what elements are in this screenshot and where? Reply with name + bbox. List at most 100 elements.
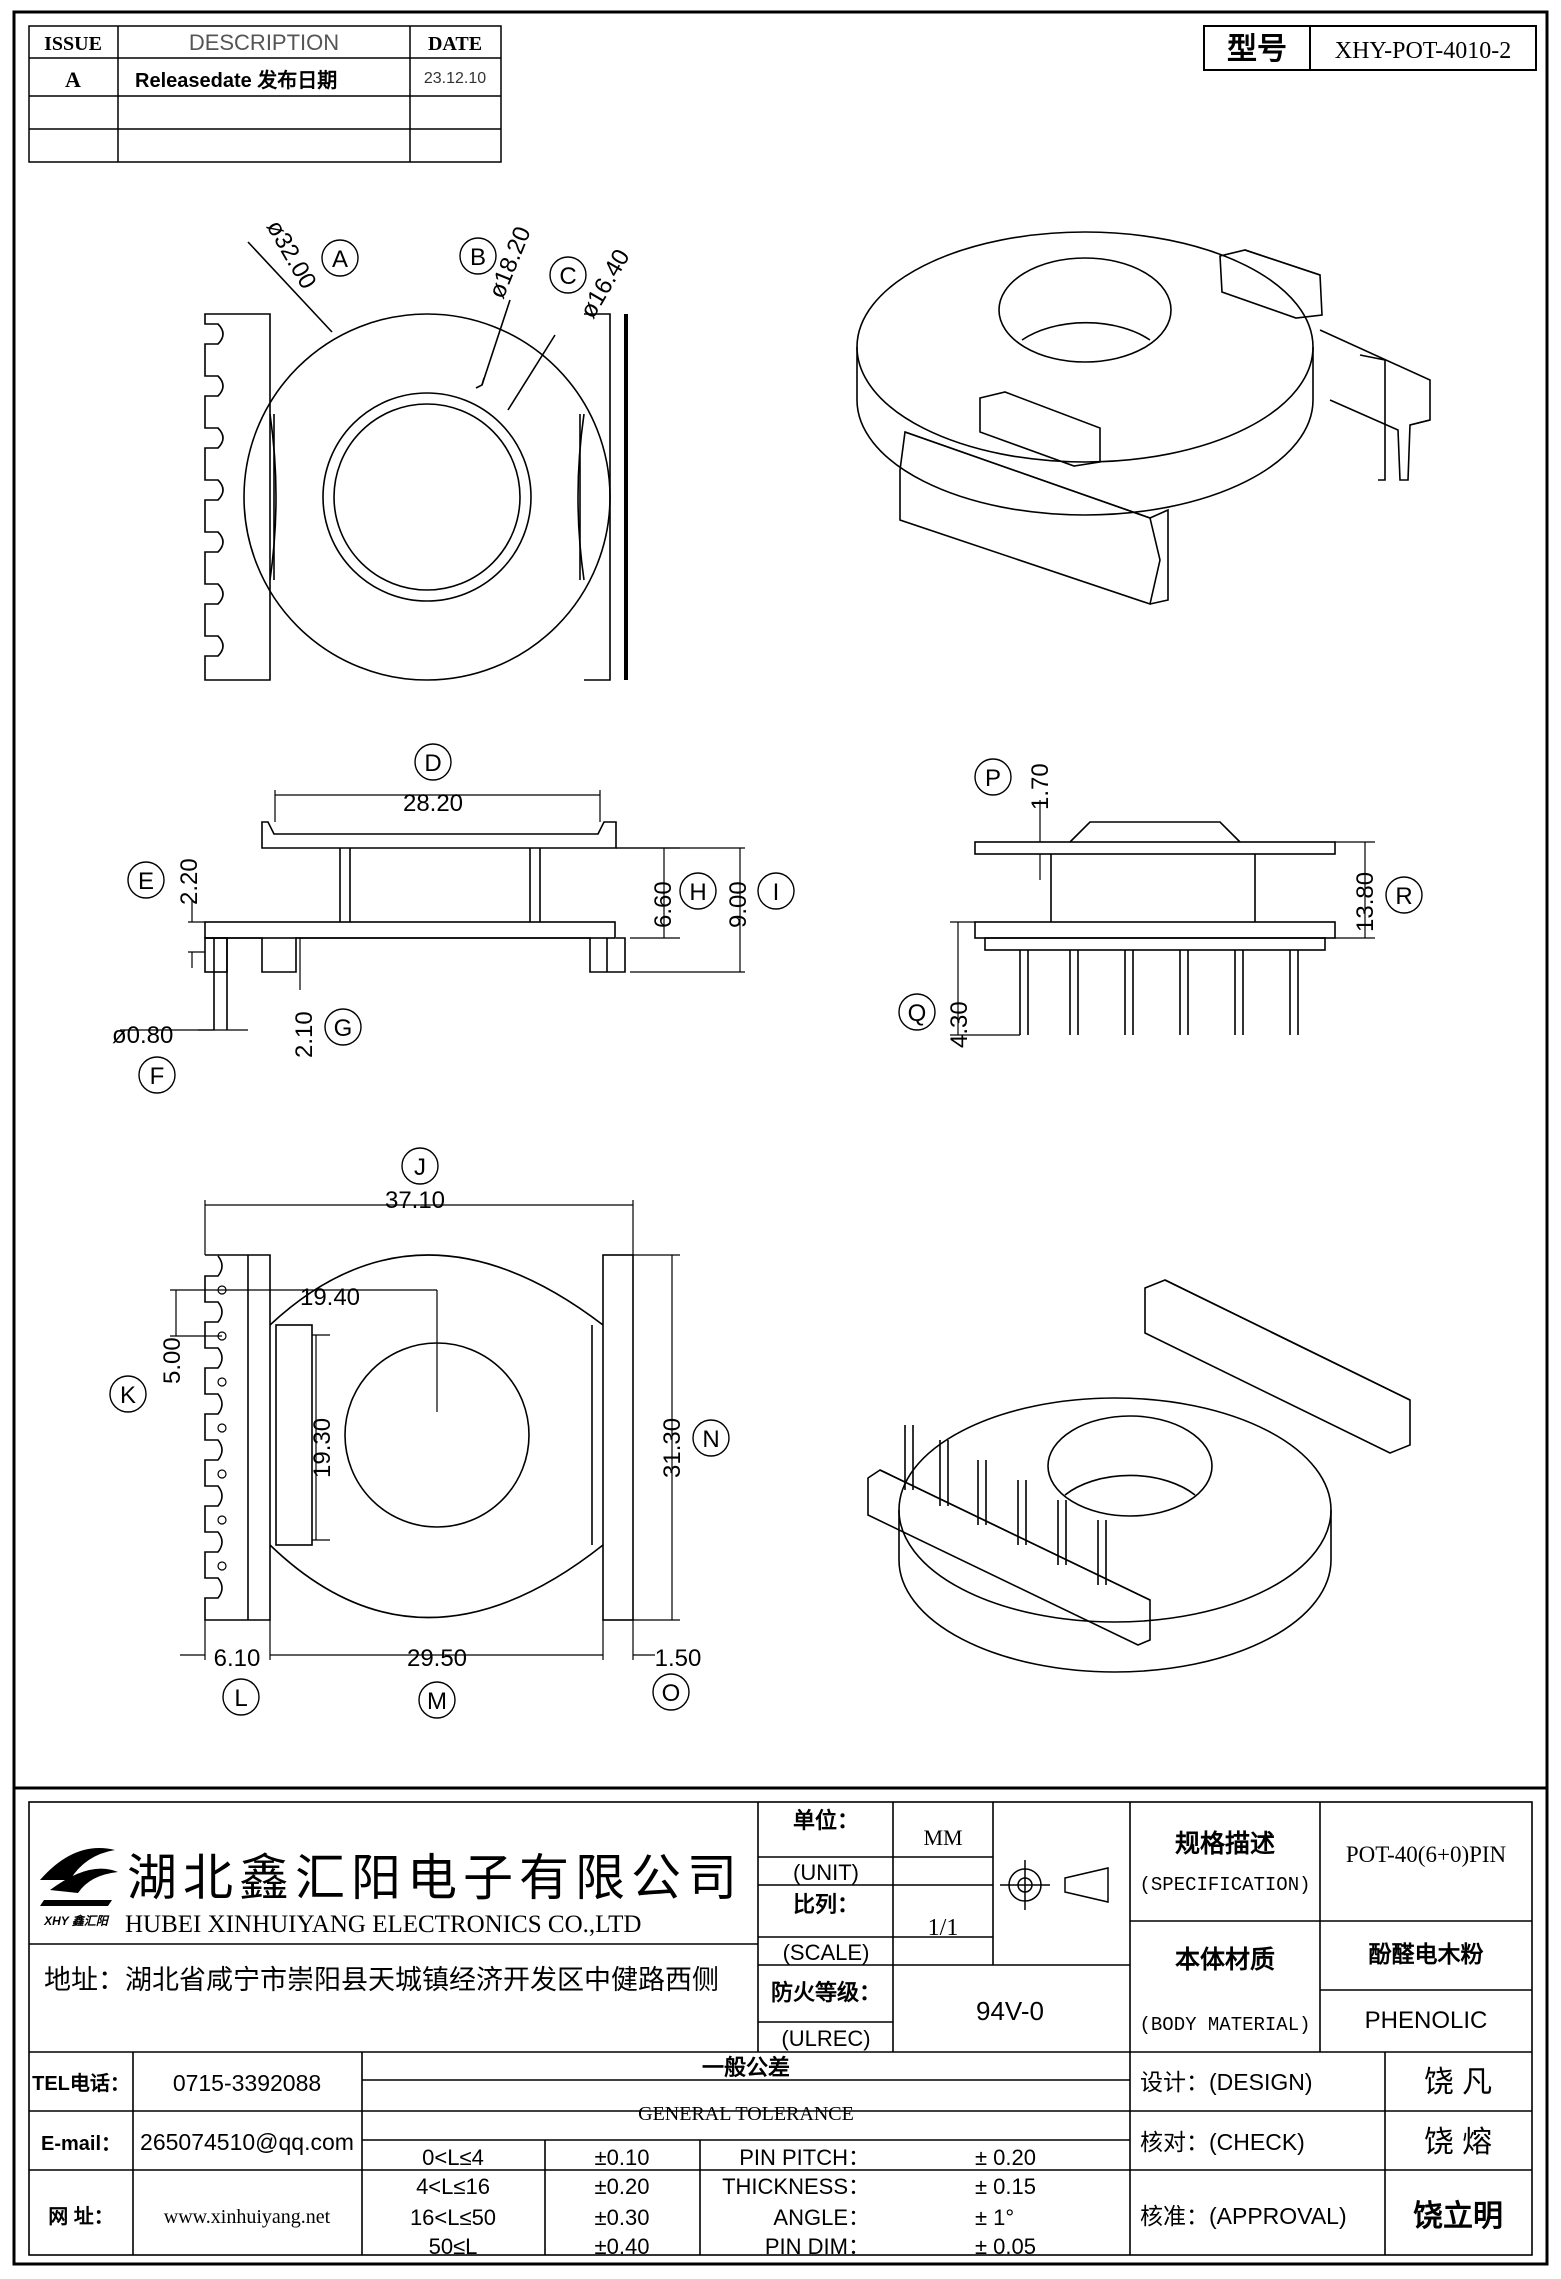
material-value-cn: 酚醛电木粉 bbox=[1369, 1941, 1484, 1967]
dim-f: ø0.80 bbox=[112, 1022, 173, 1049]
dim-g: 2.10 bbox=[291, 1011, 318, 1058]
title-block bbox=[14, 1786, 1547, 2256]
email-label: E-mail： bbox=[41, 2133, 121, 2155]
scale-label-en: (SCALE) bbox=[783, 1940, 870, 1965]
email-value: 265074510@qq.com bbox=[140, 2129, 354, 2155]
dim-e: 2.20 bbox=[176, 858, 203, 905]
tol-value: ±0.20 bbox=[595, 2174, 650, 2199]
callout-f: F bbox=[150, 1063, 165, 1090]
callout-c: C bbox=[559, 263, 576, 290]
rev-header-description: DESCRIPTION bbox=[189, 30, 339, 55]
web-label: 网 址： bbox=[48, 2205, 114, 2228]
company-logo: XHY 鑫汇阳 bbox=[40, 1848, 118, 1928]
check-label: 核对：(CHECK) bbox=[1140, 2129, 1305, 2155]
material-label-en: (BODY MATERIAL) bbox=[1139, 2014, 1310, 2036]
callout-h: H bbox=[689, 879, 706, 906]
rev-header-date: DATE bbox=[428, 33, 482, 55]
spec-value: POT-40(6+0)PIN bbox=[1346, 1842, 1507, 1867]
callout-i: I bbox=[773, 879, 780, 906]
dim-j: 37.10 bbox=[385, 1187, 445, 1214]
dim-q: 4.30 bbox=[946, 1001, 973, 1048]
tolerance-title-en: GENERAL TOLERANCE bbox=[638, 2103, 854, 2125]
ulrec-label-en: (ULREC) bbox=[781, 2026, 870, 2051]
tel-value: 0715-3392088 bbox=[173, 2070, 321, 2096]
spec-value: ± 1° bbox=[975, 2205, 1014, 2230]
callout-k: K bbox=[120, 1382, 136, 1409]
tolerance-specs: PIN PITCH： THICKNESS： ANGLE： PIN DIM： ± … bbox=[722, 2145, 1036, 2259]
check-value: 饶 熔 bbox=[1424, 2126, 1492, 2159]
material-label-cn: 本体材质 bbox=[1175, 1946, 1275, 1974]
bottom-view-dims bbox=[170, 1200, 680, 1660]
top-view bbox=[204, 241, 628, 681]
side-view-right-dim-labels: 1.70 13.80 4.30 bbox=[946, 763, 1379, 1048]
callout-r: R bbox=[1395, 883, 1412, 910]
unit-label-en: (UNIT) bbox=[793, 1860, 859, 1885]
top-view-callouts bbox=[321, 237, 587, 294]
spec-label-en: (SPECIFICATION) bbox=[1139, 1874, 1310, 1896]
spec-value: ± 0.15 bbox=[975, 2174, 1036, 2199]
callout-q: Q bbox=[908, 1000, 927, 1027]
revision-table bbox=[28, 25, 502, 163]
callout-d: D bbox=[424, 750, 441, 777]
tol-range: 50≤L bbox=[429, 2234, 478, 2259]
tolerance-title-cn: 一般公差 bbox=[702, 2055, 790, 2080]
callout-j: J bbox=[414, 1154, 426, 1181]
spec-value: ± 0.05 bbox=[975, 2234, 1036, 2259]
unit-value: MM bbox=[923, 1825, 962, 1850]
dim-19-30: 19.30 bbox=[309, 1418, 336, 1478]
company-name-cn: 湖北鑫汇阳电子有限公司 bbox=[127, 1850, 743, 1906]
model-value: XHY-POT-4010-2 bbox=[1335, 38, 1511, 64]
material-value-en: PHENOLIC bbox=[1365, 2007, 1488, 2034]
callout-l: L bbox=[234, 1685, 247, 1712]
design-label: 设计：(DESIGN) bbox=[1140, 2069, 1313, 2095]
side-view-right-dims bbox=[950, 800, 1375, 1036]
spec-label-cn: 规格描述 bbox=[1175, 1829, 1275, 1858]
dim-m: 29.50 bbox=[407, 1645, 467, 1672]
approval-label: 核准：(APPROVAL) bbox=[1140, 2203, 1347, 2229]
logo-text: XHY 鑫汇阳 bbox=[43, 1914, 110, 1928]
spec-name: PIN PITCH： bbox=[739, 2145, 870, 2170]
spec-value: ± 0.20 bbox=[975, 2145, 1036, 2170]
side-view-left-dim-labels: 28.20 2.20 6.60 9.00 ø0.80 2.10 bbox=[112, 790, 752, 1058]
side-view-left-dims bbox=[120, 790, 745, 1031]
design-value: 饶 凡 bbox=[1424, 2066, 1492, 2099]
model-label: 型号 bbox=[1227, 33, 1287, 66]
tel-label: TEL电话： bbox=[32, 2072, 130, 2095]
ulrec-label-cn: 防火等级： bbox=[771, 1980, 881, 2005]
dim-o: 1.50 bbox=[655, 1645, 702, 1672]
dim-n: 31.30 bbox=[659, 1418, 686, 1478]
dim-k: 5.00 bbox=[159, 1337, 186, 1384]
rev-header-issue: ISSUE bbox=[44, 33, 102, 55]
tol-range: 16<L≤50 bbox=[410, 2205, 496, 2230]
callout-a: A bbox=[332, 246, 348, 273]
dim-i: 9.00 bbox=[725, 881, 752, 928]
ulrec-value: 94V-0 bbox=[976, 1996, 1044, 2026]
callout-m: M bbox=[427, 1688, 447, 1715]
model-box bbox=[1203, 25, 1537, 71]
dim-h: 6.60 bbox=[650, 881, 677, 928]
tol-range: 0<L≤4 bbox=[422, 2145, 484, 2170]
side-view-left bbox=[204, 821, 626, 1030]
iso-view-top bbox=[856, 231, 1431, 606]
spec-name: THICKNESS： bbox=[722, 2174, 870, 2199]
scale-label-cn: 比列： bbox=[793, 1892, 859, 1917]
bottom-view-dim-labels: 37.10 19.40 5.00 19.30 31.30 6.10 29.50 … bbox=[159, 1187, 701, 1672]
company-address: 地址：湖北省咸宁市崇阳县天城镇经济开发区中健路西侧 bbox=[44, 1965, 719, 1995]
rev-row-issue: A bbox=[65, 67, 81, 92]
tol-value: ±0.30 bbox=[595, 2205, 650, 2230]
bottom-view bbox=[204, 1254, 634, 1621]
dim-d: 28.20 bbox=[403, 790, 463, 817]
top-view-dims: ø32.00 ø18.20 ø16.40 bbox=[261, 216, 636, 324]
approval-value: 饶立明 bbox=[1413, 2199, 1503, 2233]
rev-row-description: Releasedate 发布日期 bbox=[135, 68, 337, 92]
dim-19-40: 19.40 bbox=[300, 1284, 360, 1311]
spec-name: ANGLE： bbox=[773, 2205, 870, 2230]
dim-p: 1.70 bbox=[1027, 763, 1054, 810]
iso-view-bottom bbox=[867, 1279, 1411, 1673]
dim-r: 13.80 bbox=[1352, 872, 1379, 932]
dim-b: ø18.20 bbox=[484, 223, 537, 302]
projection-symbol-icon bbox=[1000, 1860, 1109, 1910]
rev-row-date: 23.12.10 bbox=[424, 70, 486, 87]
